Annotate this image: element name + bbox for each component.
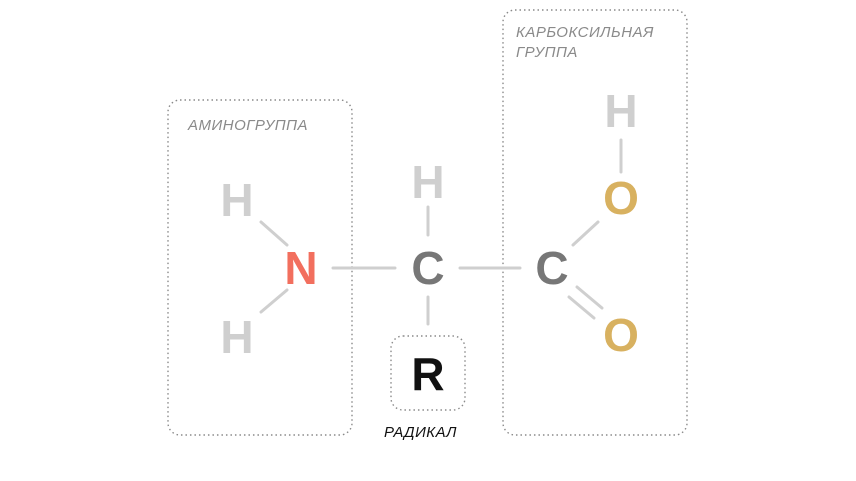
amino-group-label: АМИНОГРУППА (187, 117, 308, 134)
atom-nitrogen: N (284, 242, 317, 294)
amino-group-box (167, 99, 353, 436)
carboxyl-group-box (502, 9, 688, 436)
radical-box (390, 335, 466, 411)
atom-carboxyl-carbon: C (535, 242, 568, 294)
bond-h-n-top (259, 220, 289, 247)
bond-c-o-double-b (575, 285, 604, 310)
atom-hydroxyl-oxygen: O (603, 172, 639, 224)
atom-amino-h-bottom: H (220, 311, 253, 363)
carboxyl-group-label-line2: ГРУППА (516, 44, 578, 61)
bond-c-oh (571, 220, 600, 247)
atom-hydroxyl-h: H (604, 85, 637, 137)
bond-c-o-double-a (567, 295, 596, 320)
radical-label: РАДИКАЛ (384, 424, 457, 441)
atom-radical-r: R (411, 348, 444, 400)
atom-carbonyl-oxygen: O (603, 309, 639, 361)
carboxyl-group-label-line1: КАРБОКСИЛЬНАЯ (516, 24, 654, 41)
atom-alpha-h: H (411, 156, 444, 208)
bond-h-n-bottom (259, 288, 289, 314)
atom-amino-h-top: H (220, 174, 253, 226)
atom-alpha-carbon: C (411, 242, 444, 294)
